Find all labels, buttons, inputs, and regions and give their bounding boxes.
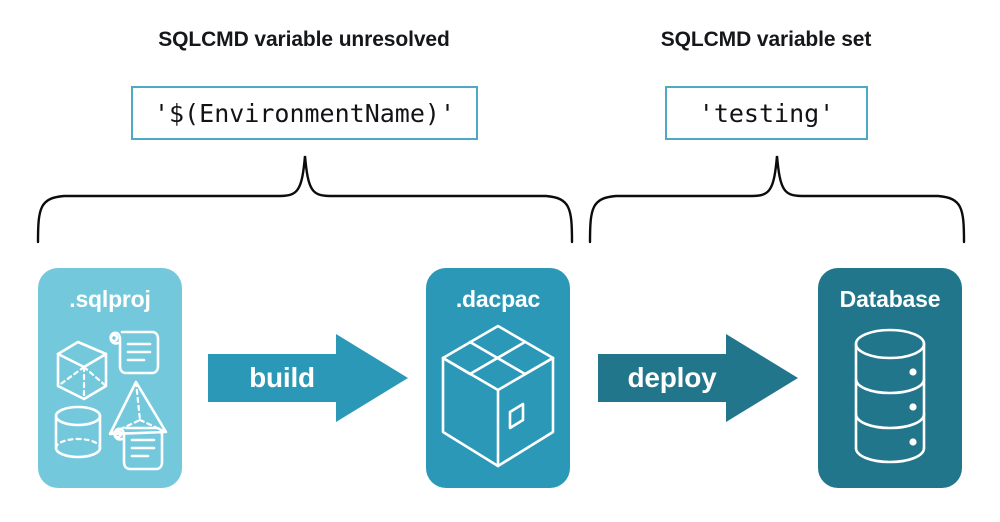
arrow-deploy-label: deploy xyxy=(627,362,717,393)
arrow-build-shape xyxy=(208,334,408,422)
stage-box-database[interactable]: Database xyxy=(818,268,962,488)
arrow-build-label: build xyxy=(249,362,315,393)
sqlproj-artwork xyxy=(38,324,182,474)
database-cylinder-icon xyxy=(854,328,926,464)
group-heading-set: SQLCMD variable set xyxy=(660,28,872,51)
stage-label-dacpac: .dacpac xyxy=(455,286,541,312)
package-box-icon xyxy=(441,324,555,468)
scroll-icon xyxy=(113,426,164,471)
cube-icon xyxy=(56,340,108,401)
pyramid-icon xyxy=(108,380,168,436)
stage-box-dacpac[interactable]: .dacpac xyxy=(426,268,570,488)
database-artwork xyxy=(818,324,962,474)
arrow-build[interactable]: build xyxy=(208,334,408,422)
stage-label-database: Database xyxy=(839,286,941,312)
code-value-box-unresolved: '$(EnvironmentName)' xyxy=(131,86,478,140)
stage-label-sqlproj: .sqlproj xyxy=(69,286,151,312)
cylinder-icon xyxy=(54,405,102,459)
group-heading-unresolved: SQLCMD variable unresolved xyxy=(158,28,450,51)
brace-left xyxy=(36,155,574,244)
scroll-icon xyxy=(109,330,160,375)
sqlproj-icon-group xyxy=(54,330,168,471)
arrow-deploy[interactable]: deploy xyxy=(598,334,798,422)
code-value-box-set: 'testing' xyxy=(665,86,868,140)
brace-right xyxy=(588,155,966,244)
stage-box-sqlproj[interactable]: .sqlproj xyxy=(38,268,182,488)
dacpac-artwork xyxy=(426,320,570,478)
arrow-deploy-shape xyxy=(598,334,798,422)
